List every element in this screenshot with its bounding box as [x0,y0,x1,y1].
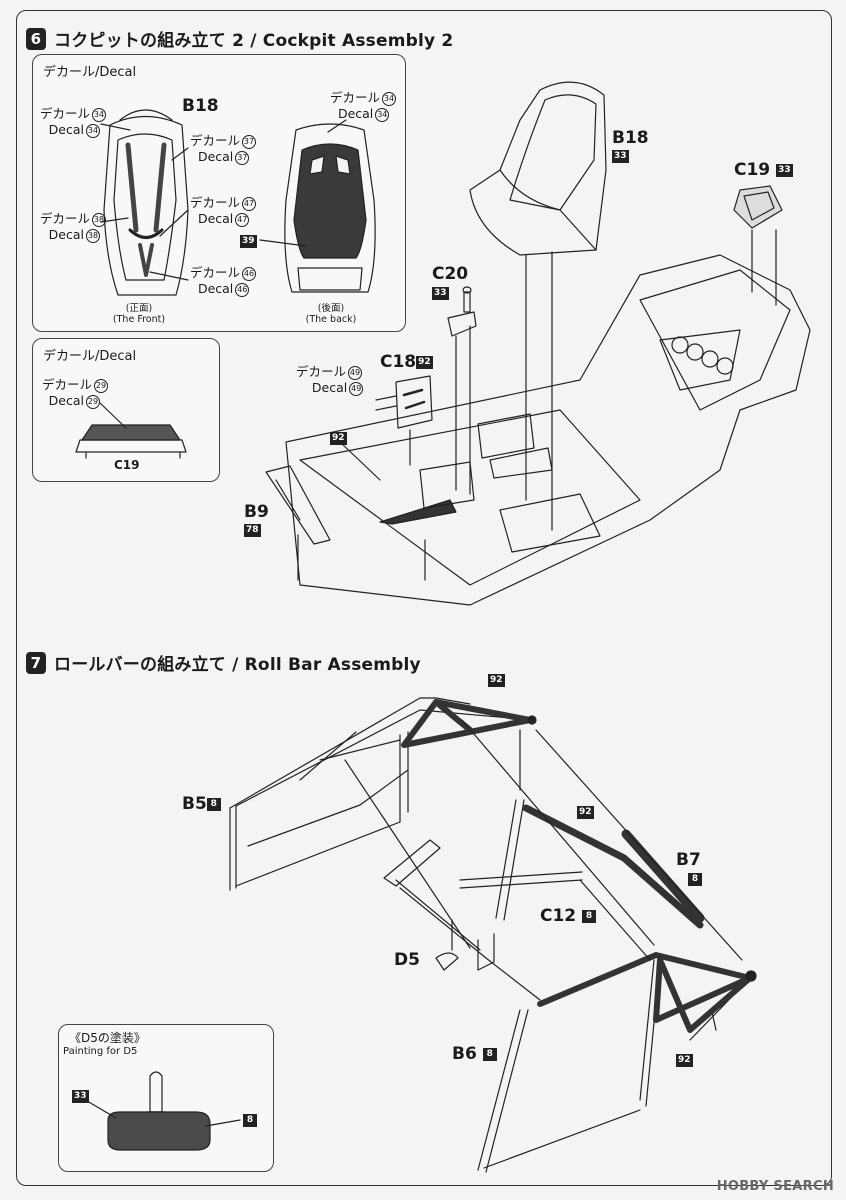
seat-back-color-chip: 39 [240,235,257,248]
watermark: HOBBY SEARCH [716,1179,834,1194]
part-c19: C19 33 [734,160,793,180]
part-c20: C20 [432,264,469,284]
part-c19-drawing [733,185,783,229]
front-caption: (正面)(The Front) [112,303,166,325]
decal-box-c19: デカール/Decal [32,338,220,482]
rollbar-b7-diag [522,804,704,929]
part-b9-color: 78 [244,524,261,537]
chassis-drawing [285,254,811,606]
step-7-number: 7 [26,651,46,674]
rollbar-b6-drawing [477,959,751,1173]
part-b18: B18 [612,128,649,148]
paint-box-subtitle: Painting for D5 [63,1046,138,1057]
part-b9-drawing [265,465,331,545]
seat-part-label: B18 [182,96,219,116]
step-6-heading: 6 コクピットの組み立て 2 / Cockpit Assembly 2 [26,26,453,51]
rollbar-top-color: 92 [488,674,505,687]
step-7-heading: 7 ロールバーの組み立て / Roll Bar Assembly [26,650,421,675]
rollbar-rear-color: 92 [676,1054,693,1067]
part-b7-color: 8 [688,873,702,886]
part-c20-color: 33 [432,287,449,300]
step-6-number: 6 [26,27,46,50]
seat-b18-drawing [469,81,607,256]
seat-back-drawing [284,123,376,293]
rollbar-center-drawing [383,799,583,971]
step-7-title: ロールバーの組み立て / Roll Bar Assembly [54,655,421,675]
decal-box-seat-title: デカール/Decal [43,65,137,80]
part-b9: B9 [244,502,269,522]
paint-box-title: 《D5の塗装》 [69,1031,146,1045]
d5-paint-drawing [107,1071,211,1151]
part-b7: B7 [676,850,701,870]
back-caption: (後面)(The back) [305,303,357,325]
paint-color-b: 8 [243,1114,257,1127]
decal-box-c19-title: デカール/Decal [43,349,137,364]
part-b6: B6 8 [452,1044,497,1064]
part-b18-color: 33 [612,150,629,163]
rollbar-diag-color: 92 [577,806,594,819]
c19-decal-drawing [75,424,187,459]
part-c18-drawing [375,375,433,429]
part-c12: C12 8 [540,906,597,926]
page-frame [16,10,832,1186]
step-6-title: コクピットの組み立て 2 / Cockpit Assembly 2 [54,31,454,51]
seat-front-drawing [103,109,189,296]
c19-decal-caption: C19 [114,458,140,472]
rollbar-b5-drawing [229,697,533,891]
floor-color-chip: 92 [330,432,347,445]
part-c20-drawing [447,286,477,337]
part-d5: D5 [394,950,420,970]
